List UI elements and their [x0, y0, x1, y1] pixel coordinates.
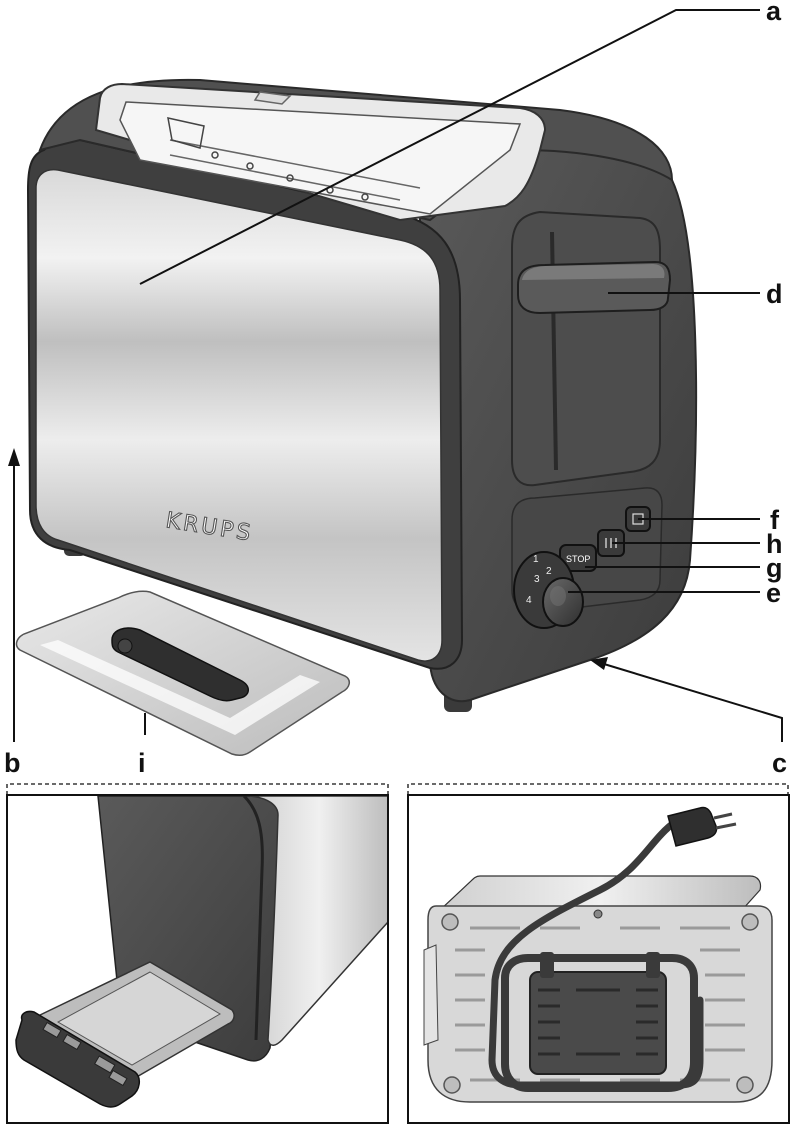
dial-number: 2: [546, 566, 552, 577]
crumb-tray-handle-cap: [118, 639, 132, 653]
detail-panel-c: [408, 795, 789, 1123]
callout-a: a: [766, 0, 782, 26]
callout-i: i: [138, 748, 146, 778]
callout-b: b: [4, 748, 21, 778]
dial-number: 1: [533, 554, 539, 565]
bracket-b: [7, 784, 388, 795]
browning-knob-highlight: [550, 586, 566, 606]
detail-panel-b: [7, 795, 388, 1123]
callout-e: e: [766, 578, 781, 608]
dial-number: 3: [534, 574, 540, 585]
cord-hook-left: [540, 952, 554, 978]
callout-d: d: [766, 279, 783, 309]
base-screw: [594, 910, 602, 918]
bracket-c: [408, 784, 788, 795]
lift-lever-top: [522, 264, 665, 280]
stop-button-label: STOP: [566, 554, 590, 564]
cord-hook-right: [646, 952, 660, 978]
side-lever-stub: [424, 945, 438, 1045]
arrowhead: [8, 448, 20, 466]
lever-track: [512, 212, 660, 485]
callout-c: c: [772, 748, 787, 778]
dial-number: 4: [526, 595, 532, 606]
toaster-front-panel: [36, 170, 442, 661]
